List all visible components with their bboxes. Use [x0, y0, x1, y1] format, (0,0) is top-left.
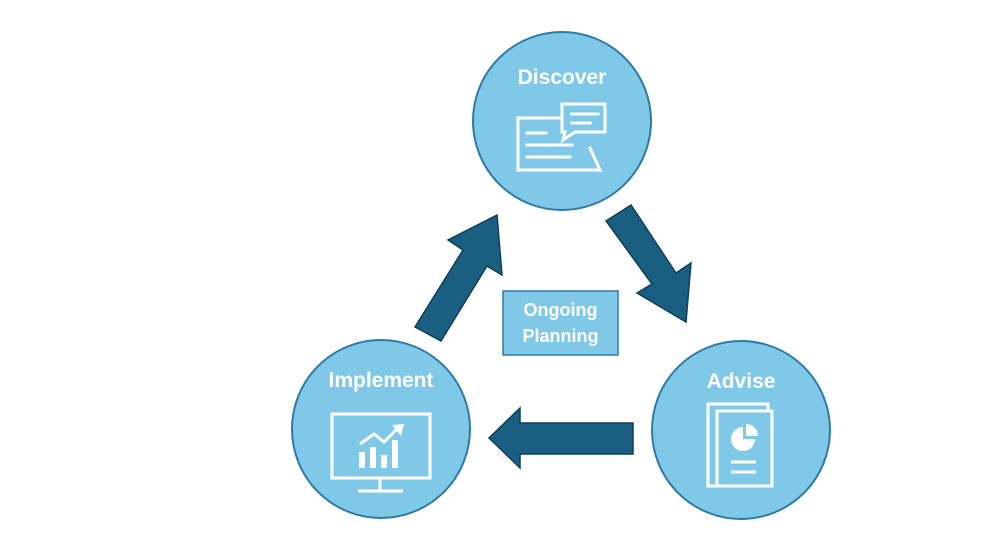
node-advise-label: Advise	[707, 370, 776, 393]
monitor-growth-chart-icon	[330, 412, 432, 493]
node-discover: Discover	[472, 31, 652, 211]
node-implement: Implement	[291, 339, 471, 519]
node-implement-label: Implement	[328, 369, 433, 392]
arrow-discover-to-advise	[604, 203, 692, 324]
center-box: Ongoing Planning	[502, 290, 619, 356]
node-discover-label: Discover	[518, 66, 607, 89]
arrow-advise-to-implement	[487, 406, 634, 470]
center-box-rect	[502, 290, 619, 356]
node-implement-circle	[291, 339, 471, 519]
center-box-line2: Planning	[523, 326, 599, 346]
arrow-implement-to-discover	[413, 213, 503, 342]
document-chat-icon	[516, 102, 607, 172]
node-advise: Advise	[651, 340, 831, 520]
center-box-line1: Ongoing	[524, 300, 598, 320]
report-pie-chart-icon	[706, 402, 774, 488]
